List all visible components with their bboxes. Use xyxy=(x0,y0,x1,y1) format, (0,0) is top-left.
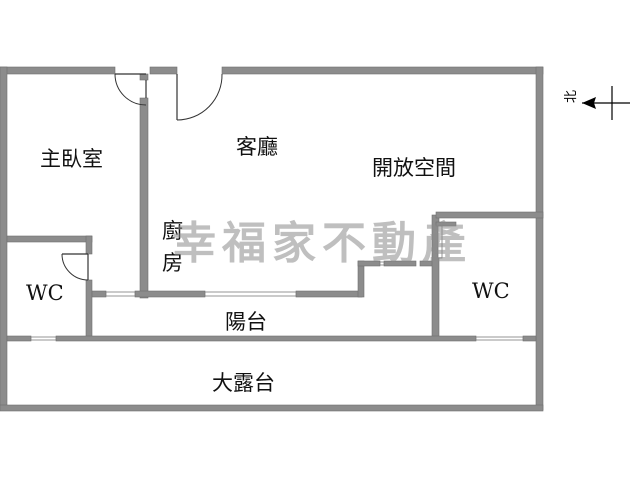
wall-balcony-top-b xyxy=(134,290,206,298)
wall-terrace-top-b xyxy=(55,335,477,342)
wall-bottom xyxy=(0,404,544,412)
wall-right-upper xyxy=(535,66,544,216)
wall-wcright-top xyxy=(435,211,544,219)
label-master-bedroom: 主臥室 xyxy=(40,147,103,171)
windows xyxy=(30,225,524,341)
door-entrance xyxy=(176,73,223,121)
door-wc-left xyxy=(61,253,89,281)
window-balcony-a xyxy=(105,291,136,297)
label-open-space: 開放空間 xyxy=(372,156,456,180)
label-living-room: 客廳 xyxy=(236,135,278,159)
label-kitchen-line1: 廚 xyxy=(162,219,183,243)
north-label: 北 xyxy=(564,90,579,103)
wall-balcony-top-c xyxy=(295,290,363,298)
window-step xyxy=(379,261,385,266)
label-wc-left: WC xyxy=(26,281,64,305)
window-wcright xyxy=(437,225,443,259)
door-bedroom xyxy=(114,73,147,106)
label-terrace: 大露台 xyxy=(212,371,275,395)
wall-terrace-top-c xyxy=(522,335,537,342)
doors xyxy=(61,73,223,281)
wall-wcleft-right xyxy=(85,235,93,255)
wall-right-lower xyxy=(535,214,544,411)
window-terrace-b xyxy=(475,336,524,341)
wall-wcleft-right-low xyxy=(85,279,93,341)
window-balcony-b xyxy=(204,291,297,297)
arrow-head-icon xyxy=(582,97,596,109)
wall-top-mid xyxy=(149,66,178,75)
wall-bedroom-right xyxy=(139,97,149,299)
wall-balcony-top-a xyxy=(91,290,107,298)
wall-terrace-top-a xyxy=(6,335,32,342)
watermark: 幸福家不動產 xyxy=(172,218,472,269)
wall-left xyxy=(0,66,8,411)
wall-top-left xyxy=(0,66,116,75)
wall-bedroom-door-stub xyxy=(139,73,149,81)
north-arrow: 北 xyxy=(564,86,630,120)
label-kitchen-line2: 房 xyxy=(162,251,183,275)
wall-top-right xyxy=(221,66,544,75)
wall-wcright-top-inner xyxy=(435,221,457,227)
label-wc-right: WC xyxy=(472,279,510,303)
window-terrace-a xyxy=(30,336,57,341)
wall-wcleft-top xyxy=(6,235,93,243)
label-balcony: 陽台 xyxy=(225,310,267,334)
